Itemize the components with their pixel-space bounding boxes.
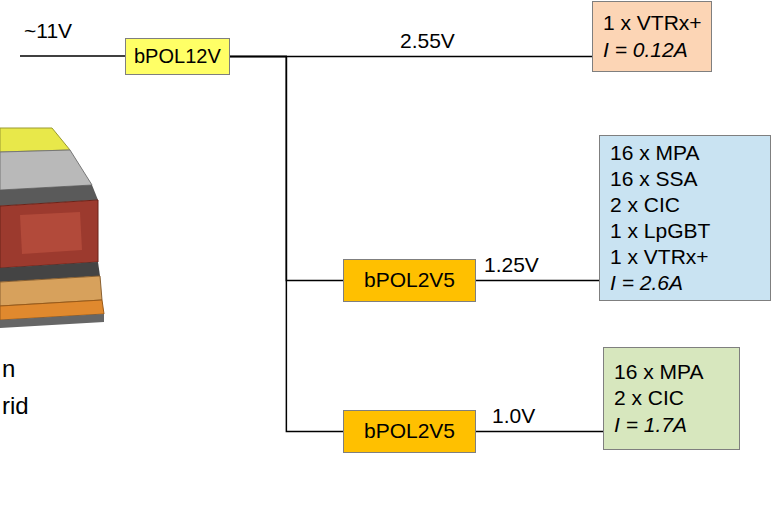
- text-label: ~11V: [22, 18, 74, 43]
- regulator-box: bPOL2V5: [343, 410, 476, 453]
- node-text: 1 x VTRx+: [603, 10, 702, 36]
- node-text: I = 0.12A: [603, 37, 688, 63]
- load-box: 16 x MPA16 x SSA2 x CIC1 x LpGBT1 x VTRx…: [599, 135, 771, 301]
- node-text: 16 x MPA: [614, 359, 703, 385]
- node-text: 16 x MPA: [610, 140, 699, 166]
- text-label: rid: [0, 392, 31, 421]
- power-line: [230, 57, 343, 432]
- load-box: 1 x VTRx+I = 0.12A: [592, 1, 712, 72]
- text-label: n: [0, 355, 17, 384]
- voltage-label: 1.25V: [482, 252, 541, 277]
- regulator-box: bPOL2V5: [343, 259, 476, 302]
- voltage-label: 2.55V: [398, 28, 457, 53]
- load-box: 16 x MPA2 x CICI = 1.7A: [603, 347, 740, 450]
- regulator-box: bPOL12V: [125, 38, 230, 75]
- node-text: bPOL2V5: [364, 418, 455, 444]
- node-text: bPOL2V5: [364, 267, 455, 293]
- node-text: 1 x LpGBT: [610, 218, 710, 244]
- voltage-label: 1.0V: [490, 403, 537, 428]
- module-render: [0, 128, 104, 328]
- node-text: 1 x VTRx+: [610, 244, 709, 270]
- node-text: I = 1.7A: [614, 412, 687, 438]
- node-text: I = 2.6A: [610, 270, 683, 296]
- node-text: bPOL12V: [134, 44, 221, 69]
- input-line: [20, 55, 126, 57]
- node-text: 2 x CIC: [614, 385, 684, 411]
- power-line: [476, 431, 603, 433]
- node-text: 16 x SSA: [610, 166, 698, 192]
- power-line: [476, 280, 599, 282]
- node-text: 2 x CIC: [610, 192, 680, 218]
